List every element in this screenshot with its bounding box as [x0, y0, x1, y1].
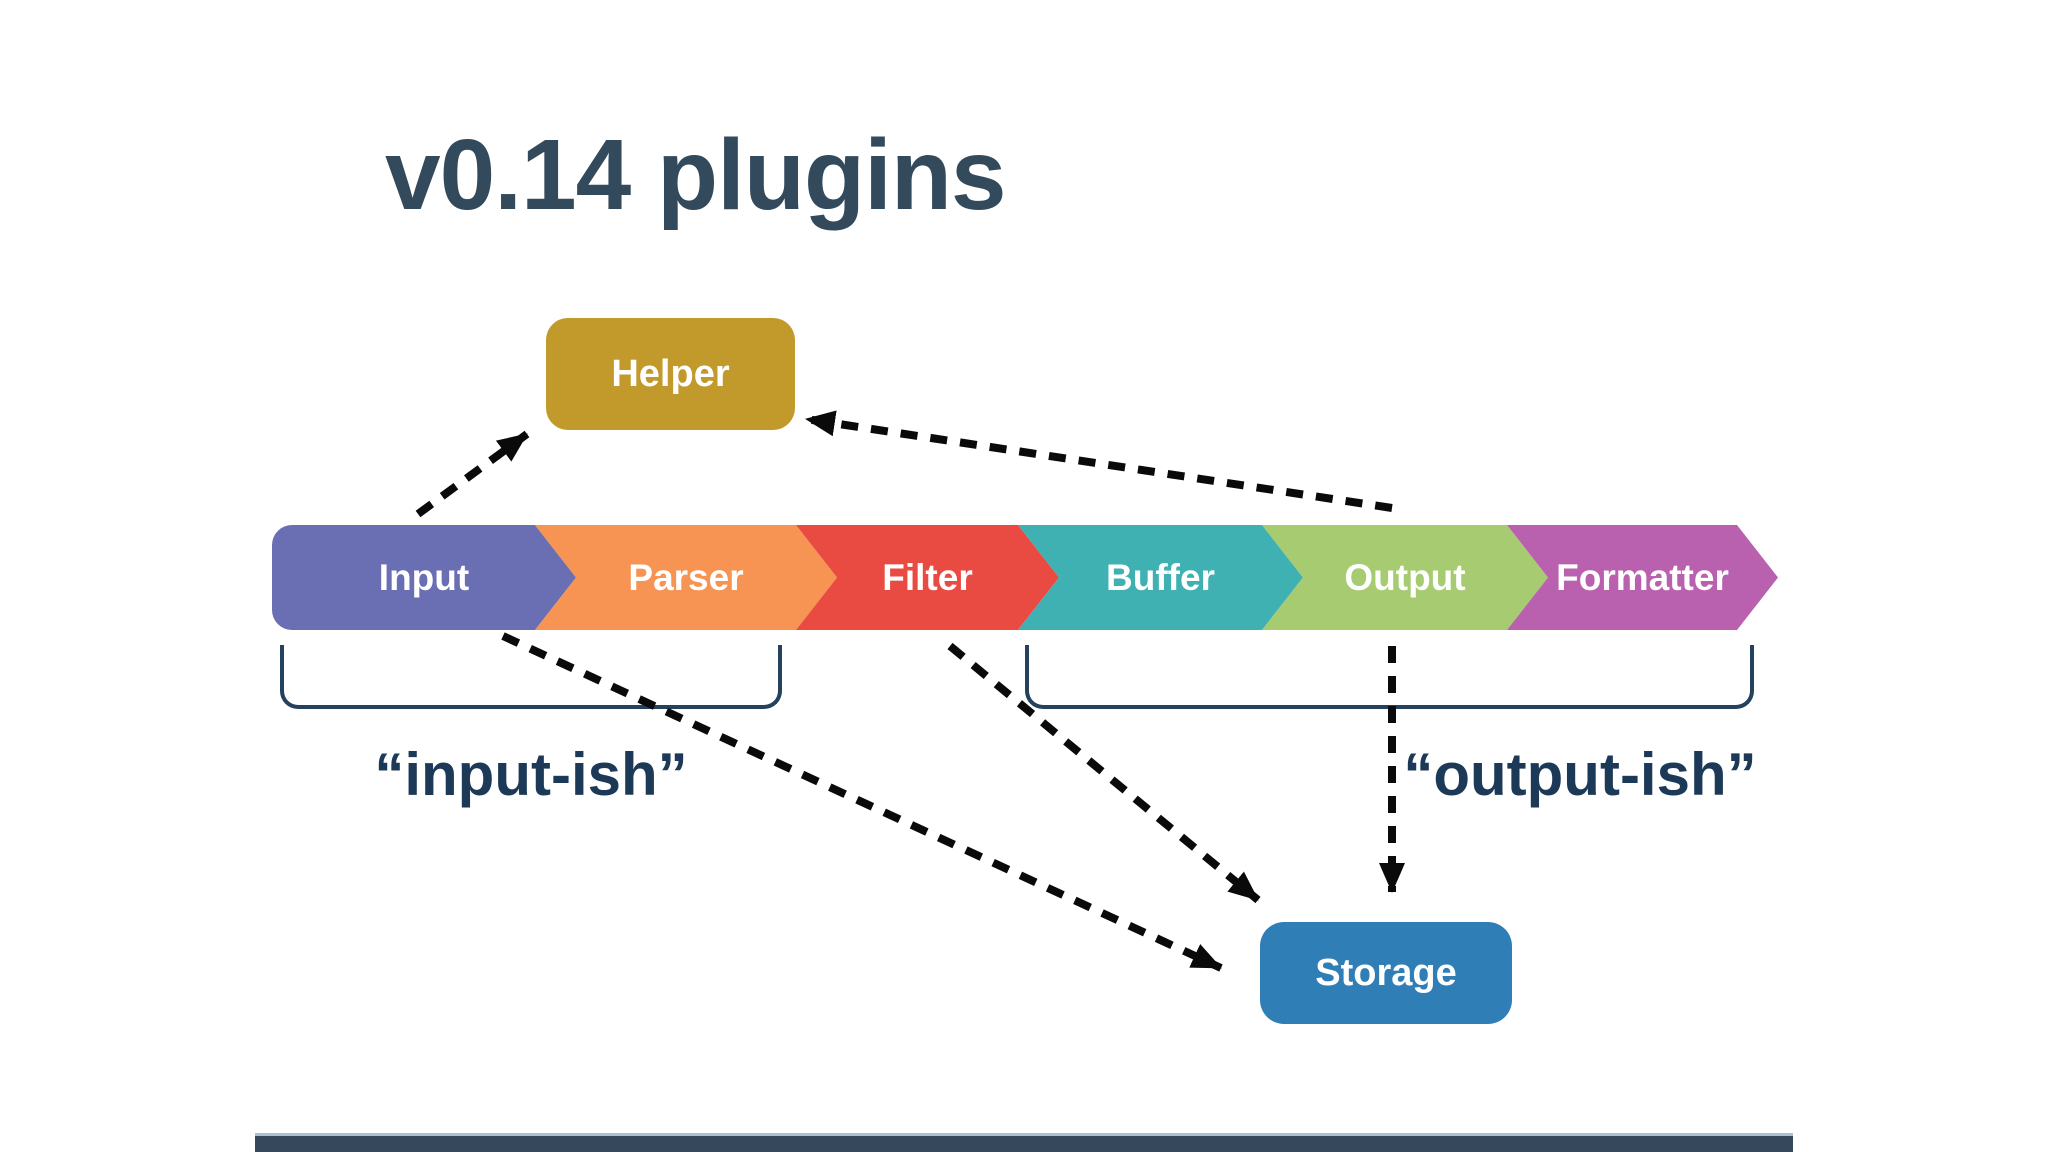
storage-box: Storage — [1260, 922, 1512, 1024]
input-group-bracket — [280, 645, 782, 709]
pipeline-segment-parser: Parser — [535, 525, 837, 630]
input-group-label: “input-ish” — [374, 741, 688, 808]
pipeline-segment-label: Input — [378, 556, 470, 598]
output-group-bracket — [1025, 645, 1754, 709]
pipeline-segment-formatter: Formatter — [1507, 525, 1778, 630]
pipeline-segment-label: Filter — [882, 556, 973, 598]
storage-box-label: Storage — [1315, 951, 1457, 994]
plugin-pipeline: Input Parser Filter Buffer Output Formatter — [0, 525, 2048, 630]
pipeline-segment-label: Buffer — [1106, 556, 1215, 598]
pipeline-segment-label: Parser — [628, 556, 744, 598]
pipeline-segment-label: Formatter — [1556, 556, 1729, 598]
slide-title: v0.14 plugins — [385, 119, 1007, 231]
helper-box-label: Helper — [611, 352, 730, 395]
arrow-output-to-helper — [805, 410, 1393, 512]
pipeline-segment-output: Output — [1262, 525, 1548, 630]
output-group-label: “output-ish” — [1403, 741, 1757, 808]
pipeline-segment-label: Output — [1344, 556, 1466, 598]
pipeline-segment-input: Input — [272, 525, 576, 630]
footer-bar — [255, 1133, 1793, 1152]
helper-box: Helper — [546, 318, 795, 430]
pipeline-segment-filter: Filter — [796, 525, 1059, 630]
arrow-input-to-helper — [415, 430, 530, 518]
pipeline-segment-buffer: Buffer — [1018, 525, 1303, 630]
